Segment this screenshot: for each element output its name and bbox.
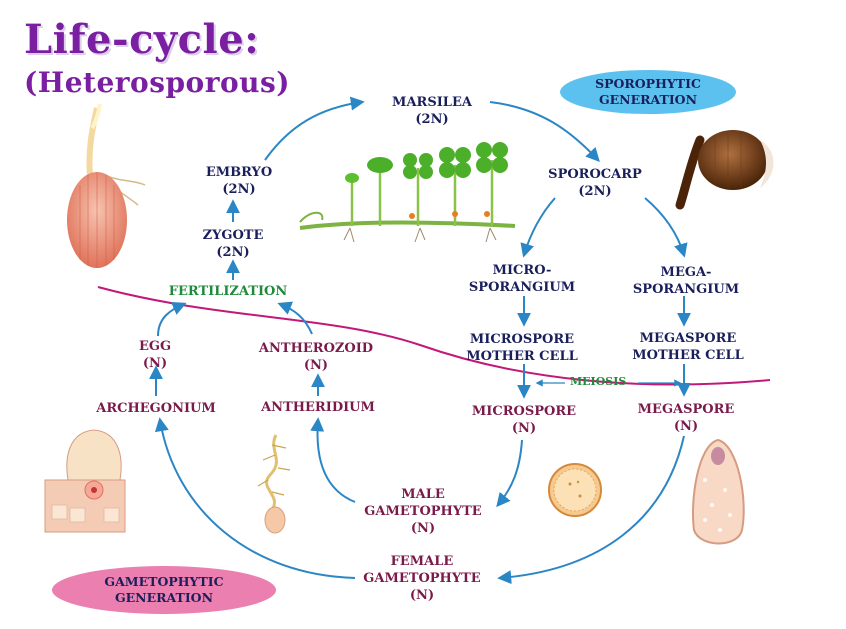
node-egg: EGG(N) [138,339,172,371]
diagram-subtitle: (Heterosporous) [24,66,291,99]
generation-divider-line [97,286,771,386]
embryo-illustration [67,103,146,268]
node-antherozoid: ANTHEROZOID(N) [258,341,374,373]
megaspore-illustration [692,438,745,545]
node-megasporangium: MEGA-SPORANGIUM [632,265,740,297]
arrow-sporocarp-to-megasporangium [644,197,688,258]
cycle-arrows [149,96,691,585]
arrow-sporocarp-to-microsporangium [520,197,556,258]
node-microsporangium: MICRO-SPORANGIUM [468,263,576,295]
node-embryo: EMBRYO(2N) [205,165,273,197]
archegonium-illustration [44,429,126,533]
diagram-title: Life-cycle: [24,16,260,63]
arrow-male-gametophyte-to-antheridium [310,417,356,503]
arrow-megaspore-to-female-gametophyte [497,435,685,585]
microspore-illustration [548,463,602,517]
node-microspore: MICROSPORE(N) [471,404,577,436]
arrow-microspore-to-male-gametophyte [496,439,523,508]
node-archegonium: ARCHEGONIUM [96,401,216,416]
marsilea-plant-illustration [299,142,516,243]
node-fertilization: FERTILIZATION [168,284,288,299]
node-megaspore: MEGASPORE(N) [637,402,735,434]
arrow-egg-to-fertilization [157,301,187,337]
antheridium-illustration [257,434,291,534]
sporocarp-illustration [675,130,774,210]
node-marsilea: MARSILEA(2N) [392,95,472,127]
arrow-antherozoid-to-fertilization [277,301,313,335]
arrow-marsilea-to-sporocarp [489,101,600,163]
meiosis-label: MEIOSIS [570,375,627,388]
node-sporocarp: SPOROCARP(2N) [548,167,642,199]
node-zygote: ZYGOTE(2N) [202,228,264,260]
arrow-female-gametophyte-to-archegonium [154,417,356,579]
node-antheridium: ANTHERIDIUM [261,400,375,415]
arrow-embryo-to-marsilea [264,96,365,161]
